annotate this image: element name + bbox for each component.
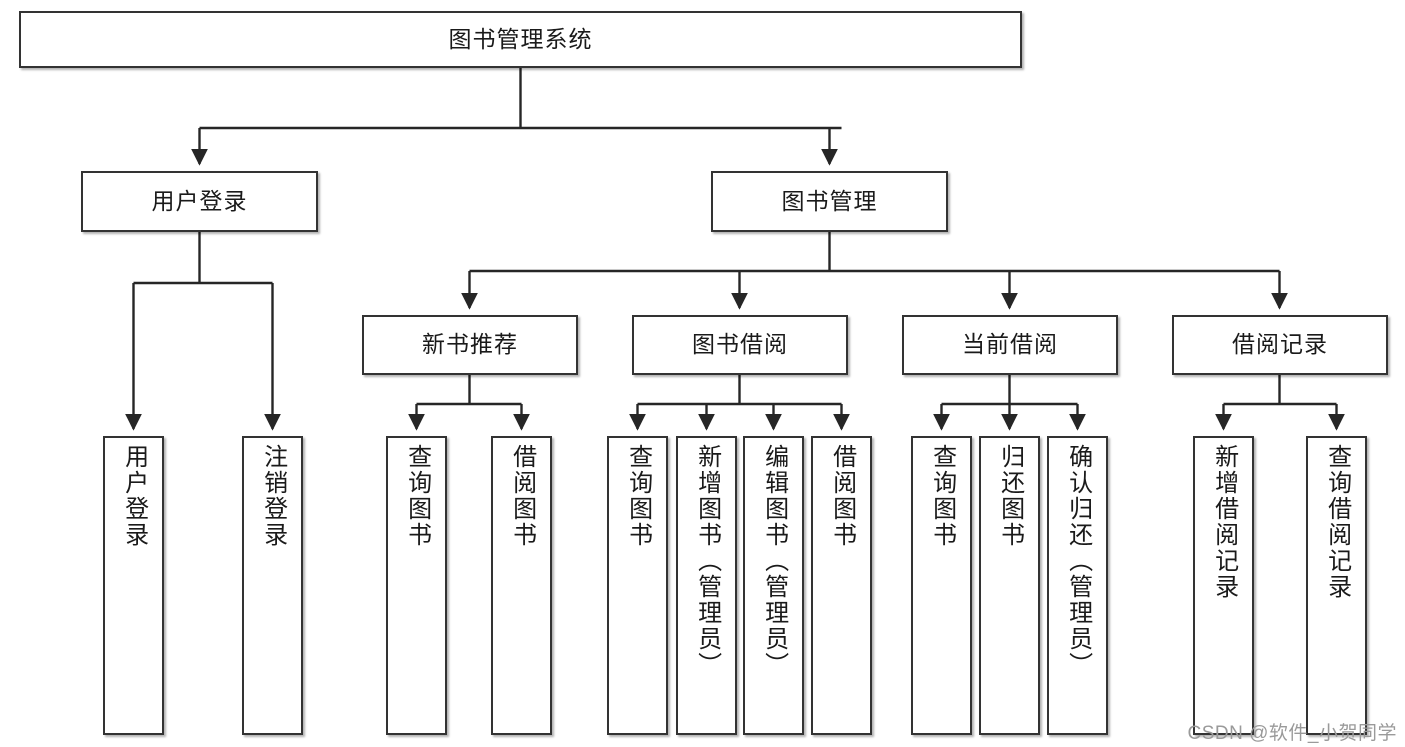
node-book-management[interactable]: 图书管理 [711,171,948,232]
node-user-login[interactable]: 用户登录 [81,171,318,232]
node-leaf-query-book-borrow[interactable]: 查询图书 [607,436,668,735]
node-new-book-recommend[interactable]: 新书推荐 [362,315,578,375]
node-label: 注销登录 [259,444,287,548]
node-leaf-query-book-recommend[interactable]: 查询图书 [386,436,447,735]
node-leaf-confirm-return-admin[interactable]: 确认归还（管理员） [1047,436,1108,735]
node-label: 查询图书 [403,444,431,548]
node-label: 查询图书 [928,444,956,548]
node-label: 图书管理系统 [448,25,593,52]
node-leaf-add-book-admin[interactable]: 新增图书（管理员） [676,436,737,735]
node-label: 查询借阅记录 [1323,444,1351,600]
node-book-borrow[interactable]: 图书借阅 [632,315,848,375]
node-label: 编辑图书（管理员） [760,444,788,678]
node-label: 用户登录 [151,187,248,214]
node-leaf-logout[interactable]: 注销登录 [242,436,303,735]
node-root-book-management-system[interactable]: 图书管理系统 [19,11,1022,68]
node-label: 新书推荐 [422,331,518,358]
node-borrow-record[interactable]: 借阅记录 [1172,315,1388,375]
node-label: 新增图书（管理员） [693,444,721,678]
node-leaf-edit-book-admin[interactable]: 编辑图书（管理员） [743,436,804,735]
node-label: 确认归还（管理员） [1064,444,1092,678]
node-label: 用户登录 [120,444,148,548]
watermark-text: CSDN @软件_小贺同学 [1187,723,1397,744]
node-leaf-user-login[interactable]: 用户登录 [103,436,164,735]
node-label: 新增借阅记录 [1210,444,1238,600]
node-leaf-borrow-book[interactable]: 借阅图书 [811,436,872,735]
node-label: 查询图书 [624,444,652,548]
node-leaf-add-borrow-record[interactable]: 新增借阅记录 [1193,436,1254,735]
node-leaf-borrow-book-recommend[interactable]: 借阅图书 [491,436,552,735]
node-current-borrow[interactable]: 当前借阅 [902,315,1118,375]
node-leaf-query-borrow-record[interactable]: 查询借阅记录 [1306,436,1367,735]
node-label: 图书管理 [781,187,878,214]
node-label: 借阅图书 [508,444,536,548]
node-label: 借阅记录 [1232,331,1328,358]
node-label: 当前借阅 [962,331,1058,358]
node-leaf-return-book[interactable]: 归还图书 [979,436,1040,735]
node-label: 借阅图书 [828,444,856,548]
node-leaf-query-book-current[interactable]: 查询图书 [911,436,972,735]
node-label: 图书借阅 [692,331,788,358]
node-label: 归还图书 [996,444,1024,548]
